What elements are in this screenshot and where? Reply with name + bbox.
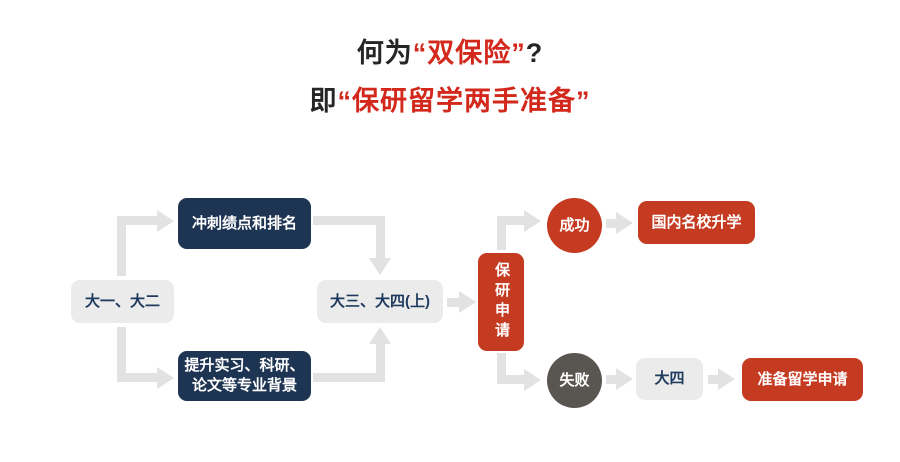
arrowhead-apply-fail-icon xyxy=(524,369,541,391)
connector-background-year34-vertical xyxy=(376,344,385,382)
page-title: 何为“双保险”? 即“保研留学两手准备” xyxy=(0,40,900,136)
node-fail: 失败 xyxy=(547,353,602,408)
node-background-label: 提升实习、科研、 论文等专业背景 xyxy=(184,356,304,396)
connector-year4-abroad-horizontal xyxy=(708,375,720,384)
node-apply: 保研申请 xyxy=(478,253,524,351)
arrowhead-year34-apply-icon xyxy=(459,291,476,313)
node-year4-label: 大四 xyxy=(654,370,685,387)
connector-year12-gpa-horizontal xyxy=(117,216,157,225)
connector-apply-success-vertical xyxy=(497,216,506,250)
node-year3-4: 大三、大四(上) xyxy=(317,280,443,323)
connector-gpa-year34-vertical xyxy=(376,216,385,258)
title-line1-prefix: 何为 xyxy=(356,38,413,68)
connector-background-year34-horizontal xyxy=(313,373,385,382)
node-success-label: 成功 xyxy=(559,216,590,234)
node-gpa-ranking: 冲刺绩点和排名 xyxy=(178,198,311,249)
connector-fail-year4-horizontal xyxy=(606,375,618,384)
title-line1-suffix: ? xyxy=(525,38,544,68)
title-line1-highlight: “双保险” xyxy=(412,38,526,68)
arrowhead-success-domestic-icon xyxy=(616,212,633,234)
arrowhead-background-year34-icon xyxy=(369,327,391,344)
connector-apply-success-horizontal xyxy=(497,216,525,225)
arrowhead-apply-success-icon xyxy=(524,210,541,232)
node-abroad-application-label: 准备留学申请 xyxy=(757,370,848,388)
node-year1-2-label: 大一、大二 xyxy=(84,292,160,310)
connector-apply-fail-vertical xyxy=(497,353,506,384)
node-success: 成功 xyxy=(547,198,602,253)
arrowhead-fail-year4-icon xyxy=(616,368,633,390)
node-background-line1: 提升实习、科研、 xyxy=(184,357,305,374)
connector-year12-background-vertical xyxy=(117,327,126,382)
node-domestic-school-label: 国内名校升学 xyxy=(651,213,742,231)
node-year1-2: 大一、大二 xyxy=(71,280,174,323)
node-apply-label: 保研申请 xyxy=(493,262,510,342)
title-line-1: 何为“双保险”? xyxy=(0,40,900,67)
title-line-2: 即“保研留学两手准备” xyxy=(0,88,900,115)
arrowhead-year12-gpa-icon xyxy=(157,210,174,232)
node-background: 提升实习、科研、 论文等专业背景 xyxy=(178,351,311,401)
node-abroad-application: 准备留学申请 xyxy=(742,358,863,401)
connector-year34-apply-horizontal xyxy=(447,298,461,307)
arrowhead-year4-abroad-icon xyxy=(718,368,735,390)
connector-apply-fail-horizontal xyxy=(497,375,525,384)
node-domestic-school: 国内名校升学 xyxy=(638,201,755,244)
arrowhead-gpa-year34-icon xyxy=(369,258,391,275)
connector-year12-background-horizontal xyxy=(117,373,157,382)
connector-gpa-year34-horizontal xyxy=(313,216,385,225)
title-line2-highlight: “保研留学两手准备” xyxy=(337,86,591,116)
node-year4: 大四 xyxy=(636,358,703,400)
title-line2-prefix: 即 xyxy=(309,86,338,116)
connector-year12-gpa-vertical xyxy=(117,216,126,276)
node-year3-4-label: 大三、大四(上) xyxy=(330,292,430,310)
node-background-line2: 论文等专业背景 xyxy=(191,377,297,394)
connector-success-domestic-horizontal xyxy=(606,219,618,228)
arrowhead-year12-background-icon xyxy=(157,367,174,389)
node-gpa-ranking-label: 冲刺绩点和排名 xyxy=(191,214,297,232)
node-fail-label: 失败 xyxy=(559,371,590,389)
